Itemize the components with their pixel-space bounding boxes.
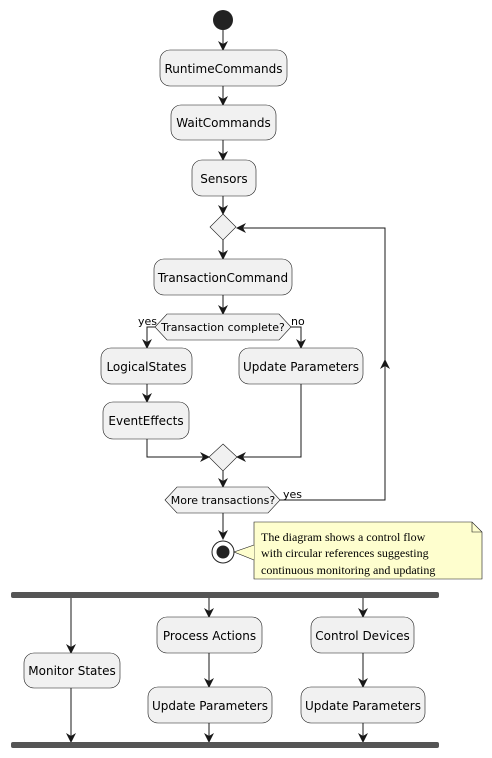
activity-wait-label: WaitCommands [176, 116, 270, 130]
activity-transaction-label: TransactionCommand [157, 271, 288, 285]
merge-diamond-bottom [208, 443, 238, 472]
activity-update2-label: Update Parameters [152, 699, 268, 713]
activity-update1-label: Update Parameters [243, 360, 359, 374]
edge-event-merge [146, 439, 210, 462]
activity-update3-label: Update Parameters [305, 699, 421, 713]
note-corner [471, 522, 482, 533]
activity-transaction-command: TransactionCommand [153, 258, 293, 296]
note-line-1: The diagram shows a control flow [261, 530, 426, 544]
edge-update-merge [236, 384, 302, 462]
activity-update-parameters-3: Update Parameters [300, 686, 426, 724]
edge-decision-no [291, 326, 306, 349]
edge-label-yes-loop: yes [283, 488, 302, 501]
activity-update-parameters-2: Update Parameters [147, 686, 273, 724]
activity-update-parameters-1: Update Parameters [238, 347, 364, 385]
activity-monitor-states: Monitor States [23, 652, 121, 689]
decision-more-transactions: More transactions? [164, 486, 281, 514]
activity-control-label: Control Devices [315, 629, 409, 643]
activity-event-label: EventEffects [108, 414, 183, 428]
activity-control-devices: Control Devices [310, 616, 415, 654]
activity-logical-states: LogicalStates [100, 347, 193, 385]
edge-label-yes: yes [138, 315, 157, 328]
decision-transaction-complete: Transaction complete? [154, 313, 292, 341]
edge-decision-yes [142, 326, 155, 349]
note-line-3: continuous monitoring and updating [261, 563, 435, 577]
activity-wait-commands: WaitCommands [170, 104, 277, 141]
note-pointer [233, 544, 255, 561]
activity-process-label: Process Actions [163, 629, 256, 643]
activity-logical-label: LogicalStates [106, 360, 186, 374]
activity-process-actions: Process Actions [156, 616, 263, 654]
start-node [213, 10, 233, 30]
activity-event-effects: EventEffects [102, 401, 190, 440]
edge-label-no: no [291, 315, 305, 328]
end-node [211, 540, 235, 564]
activity-runtime-commands: RuntimeCommands [159, 49, 288, 87]
activity-monitor-label: Monitor States [28, 664, 115, 678]
activity-sensors: Sensors [191, 159, 257, 197]
activity-sensors-label: Sensors [200, 172, 247, 186]
decision-transaction-label: Transaction complete? [160, 321, 285, 334]
note-box [253, 521, 483, 580]
note: The diagram shows a control flow with ci… [233, 521, 483, 580]
fork-bar [11, 592, 439, 598]
merge-diamond-top [209, 213, 237, 241]
join-bar [11, 742, 439, 748]
decision-more-label: More transactions? [171, 494, 276, 507]
activity-runtime-label: RuntimeCommands [164, 62, 282, 76]
note-line-2: with circular references suggesting [261, 546, 429, 560]
